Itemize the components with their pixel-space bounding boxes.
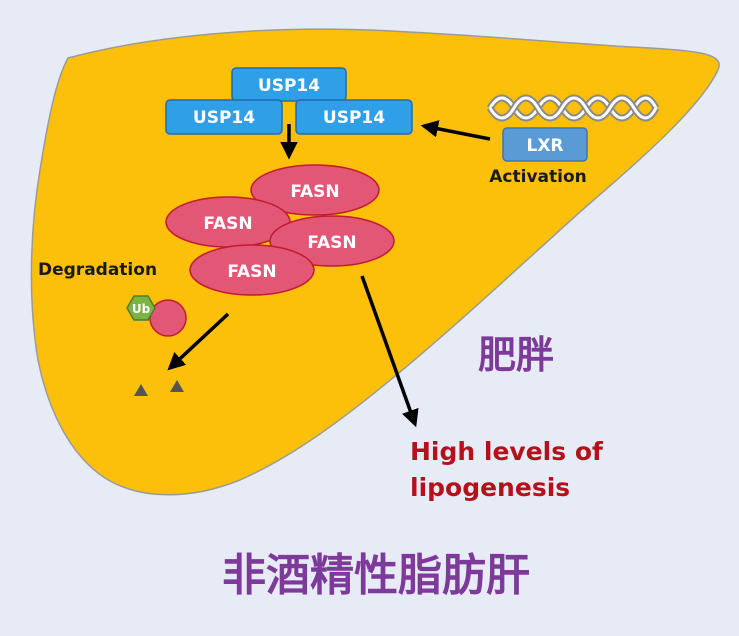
usp14-left-box	[165, 99, 283, 135]
lxr-to-usp14-arrow	[420, 120, 491, 141]
fasn-ellipse-right	[269, 215, 395, 267]
lipogenesis-line2: lipogenesis	[410, 473, 570, 502]
usp14-top-box	[231, 67, 347, 102]
ub-label: Ub	[132, 302, 151, 316]
lxr-box	[502, 127, 588, 162]
fasn-label-right: FASN	[307, 233, 356, 253]
usp14-top-label: USP14	[258, 76, 320, 96]
fasn-ellipse-bottom	[189, 244, 315, 296]
fasn-to-lipogenesis-arrow	[360, 275, 419, 428]
usp14-left-label: USP14	[193, 108, 255, 128]
degradation-label: Degradation	[38, 260, 157, 280]
dna-helix-icon	[486, 94, 660, 122]
fasn-label-top: FASN	[290, 182, 339, 202]
ubiquitin-hexagon-icon	[126, 295, 156, 321]
lipogenesis-line1: High levels of	[410, 437, 604, 466]
degradation-arrow	[167, 312, 230, 371]
nafld-label: 非酒精性脂肪肝	[222, 550, 530, 601]
fasn-ellipse-top	[250, 164, 380, 216]
degraded-fragment-triangle-icon-2	[170, 380, 184, 392]
lxr-label: LXR	[526, 136, 563, 156]
fasn-label-bottom: FASN	[227, 262, 276, 282]
degraded-fasn-circle	[149, 299, 187, 337]
activation-label: Activation	[489, 167, 586, 187]
usp14-right-label: USP14	[323, 108, 385, 128]
fasn-label-left: FASN	[203, 214, 252, 234]
usp14-right-box	[295, 99, 413, 135]
degraded-fragment-triangle-icon	[134, 384, 148, 396]
obesity-label: 肥胖	[478, 333, 554, 377]
